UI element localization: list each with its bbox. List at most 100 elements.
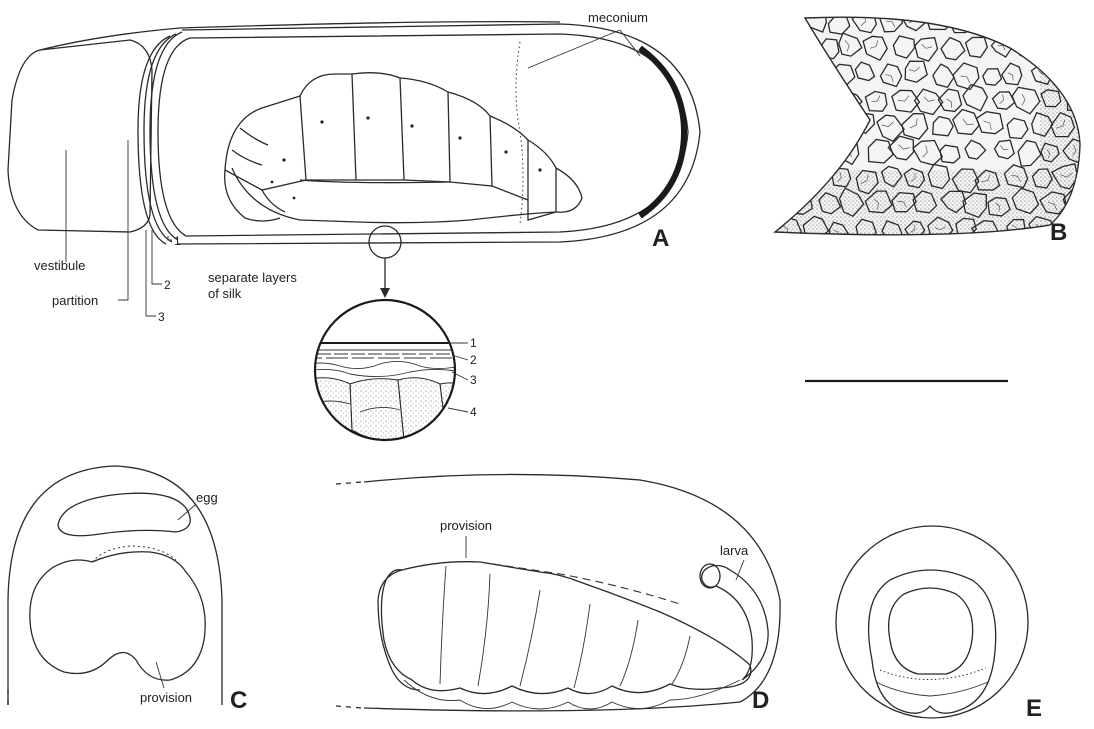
provision-e-inner	[889, 588, 973, 674]
cell-outline-e	[836, 526, 1028, 718]
spiracle	[366, 116, 369, 119]
larva-label: larva	[720, 543, 749, 558]
partition-layer-2	[144, 34, 176, 242]
larva-segment	[300, 74, 356, 180]
reticulate-cell	[790, 39, 811, 57]
larva-head-fold	[262, 190, 285, 212]
larva-segment	[528, 140, 556, 220]
cell-vein	[846, 99, 852, 106]
spiracle	[293, 197, 296, 200]
reticulate-cell	[1040, 38, 1064, 58]
panel-label-c: C	[230, 687, 247, 714]
provision-e-outer	[869, 570, 996, 713]
provision-d-label: provision	[440, 518, 492, 533]
partition-leader	[118, 140, 128, 300]
silk-label-line1: separate layers	[208, 270, 297, 285]
provision-d-fold	[520, 590, 540, 686]
vestibule-label: vestibule	[34, 258, 85, 273]
meconium-leader-1	[528, 30, 620, 68]
provision-d-fold	[574, 604, 590, 688]
cell-vein	[1037, 20, 1048, 23]
egg-leader	[178, 504, 196, 520]
cell-vein	[819, 145, 827, 150]
layer-number-z1: 1	[470, 336, 477, 350]
cell-vein	[858, 121, 869, 124]
reticulate-cell	[1050, 8, 1079, 33]
larva-segment	[352, 73, 404, 180]
spiracle	[271, 181, 274, 184]
reticulate-cell	[1030, 10, 1054, 36]
panel-a-cocoon: meconium vestibule partition 1 2 3 separ…	[8, 10, 700, 324]
larva-segment	[556, 168, 582, 212]
cell-vein	[1058, 13, 1068, 20]
reticulate-cell	[1052, 63, 1080, 85]
larva-segment	[448, 92, 492, 186]
layer-number-z3: 3	[470, 373, 477, 387]
provision-d-fold	[620, 620, 638, 686]
magnify-spot	[369, 226, 401, 258]
panel-label-a: A	[652, 225, 669, 252]
panel-b-cocoon-surface: B	[770, 5, 1091, 246]
panel-label-e: E	[1026, 695, 1042, 722]
cell-vein	[1061, 69, 1073, 74]
larva-head	[225, 170, 280, 221]
panel-c-cell-cross-section: egg provision C	[8, 466, 247, 714]
larva-segment	[400, 78, 450, 182]
partition-label: partition	[52, 293, 98, 308]
cell-layer-4	[350, 379, 404, 442]
provision-d	[381, 562, 750, 694]
spiracle	[458, 136, 461, 139]
reticulate-cell	[1069, 37, 1091, 60]
cell-wall-d-dash-top	[336, 482, 362, 484]
cell-vein	[793, 93, 803, 99]
panel-label-d: D	[752, 687, 769, 714]
cell-vein	[787, 69, 790, 79]
cell-wall-d-dash-bot	[336, 706, 362, 708]
silk-layer-3b	[300, 369, 470, 376]
silk-label-line2: of silk	[208, 286, 242, 301]
reticulate-cell	[781, 64, 800, 84]
spiracle	[410, 124, 413, 127]
provision-d-fold	[478, 574, 490, 686]
meconium-leader-2	[620, 30, 640, 56]
partition-layer-1	[150, 32, 182, 240]
larva-venter	[232, 168, 556, 223]
layer-number-a2: 2	[164, 278, 171, 292]
prepupa-larva	[225, 73, 582, 223]
provision-d-fold	[672, 636, 690, 684]
larva-segment	[225, 96, 306, 190]
provision-c-top	[92, 546, 176, 562]
provision-d-lower	[404, 680, 740, 709]
layer-number-a3: 3	[158, 310, 165, 324]
silk-layer-3	[300, 361, 470, 368]
provision-c-label: provision	[140, 690, 192, 705]
reticulate-cell	[801, 110, 826, 137]
cocoon-body	[178, 24, 700, 244]
spiracles	[271, 116, 542, 199]
larva-head-fold	[232, 150, 262, 165]
meconium-wall	[640, 48, 684, 216]
panel-d-provision-and-larva: larva provision D	[336, 474, 780, 714]
spiracle	[538, 168, 541, 171]
reticulate-cell	[792, 140, 814, 164]
spiracle	[320, 120, 323, 123]
silk-layer-detail: 1 2 3 4	[300, 300, 477, 442]
provision-d-top-dash	[480, 562, 680, 604]
reticulate-cell	[830, 119, 851, 138]
larva-segment	[490, 116, 528, 200]
layer-number-a1: 1	[174, 234, 181, 248]
layer-leader-2	[152, 230, 162, 284]
larva-head-fold	[240, 128, 268, 145]
reticulate-cell	[781, 12, 800, 31]
layer-leader-3	[146, 230, 156, 316]
cocoon-inner-lining	[158, 34, 688, 236]
cell-vein	[814, 169, 818, 179]
spiracle	[282, 158, 285, 161]
larva-d	[702, 566, 768, 681]
provision-d-fold	[440, 566, 446, 684]
cell-layer-4	[398, 378, 446, 441]
reticulate-cell	[786, 86, 811, 112]
layer-number-z2: 2	[470, 353, 477, 367]
